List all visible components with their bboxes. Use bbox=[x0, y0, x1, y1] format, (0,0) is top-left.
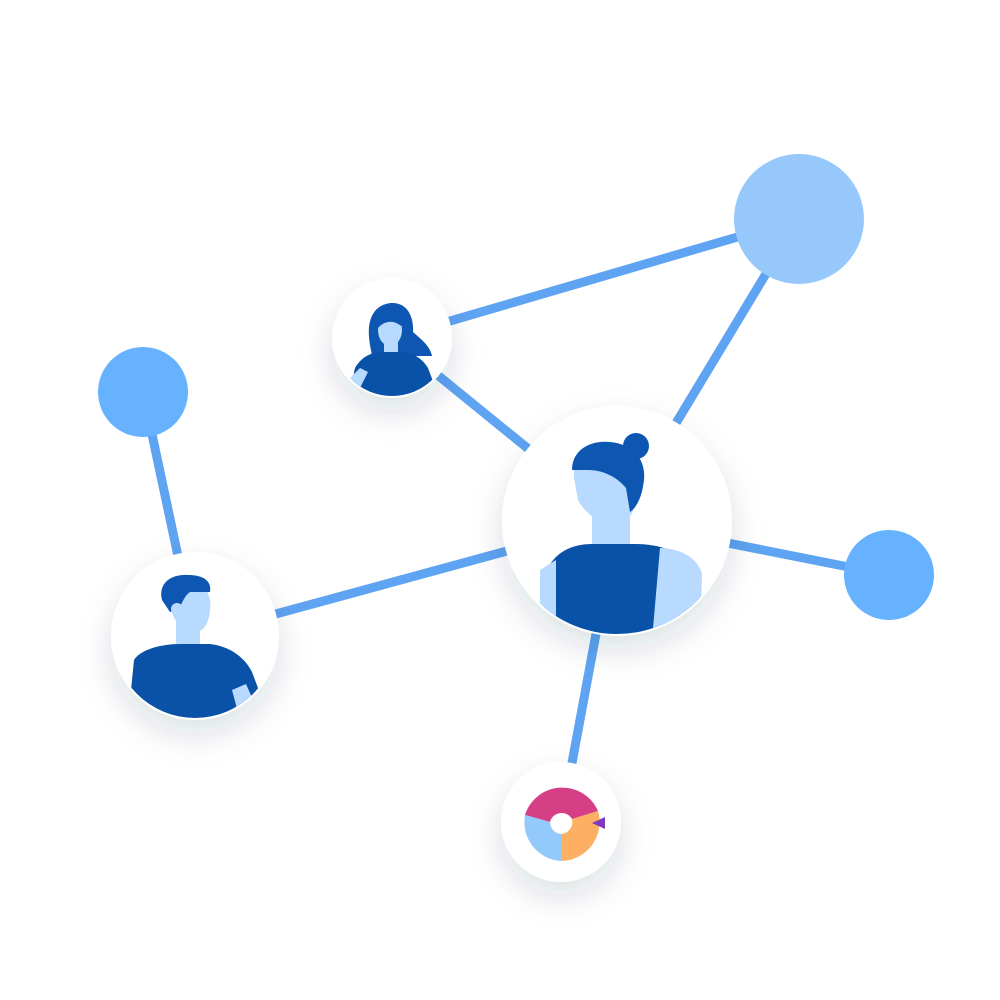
node-donut-bottom bbox=[501, 762, 621, 882]
node-plain-top-right bbox=[734, 154, 864, 284]
node-plain-left bbox=[98, 347, 188, 437]
node-center-hub bbox=[502, 406, 732, 636]
node-woman-top bbox=[332, 278, 452, 398]
node-plain-right bbox=[844, 530, 934, 620]
woman-avatar-icon bbox=[348, 302, 440, 396]
donut-chart-icon bbox=[524, 787, 605, 861]
edge-woman-top-to-plain-top-right bbox=[387, 214, 804, 343]
node-man-left bbox=[111, 552, 279, 720]
